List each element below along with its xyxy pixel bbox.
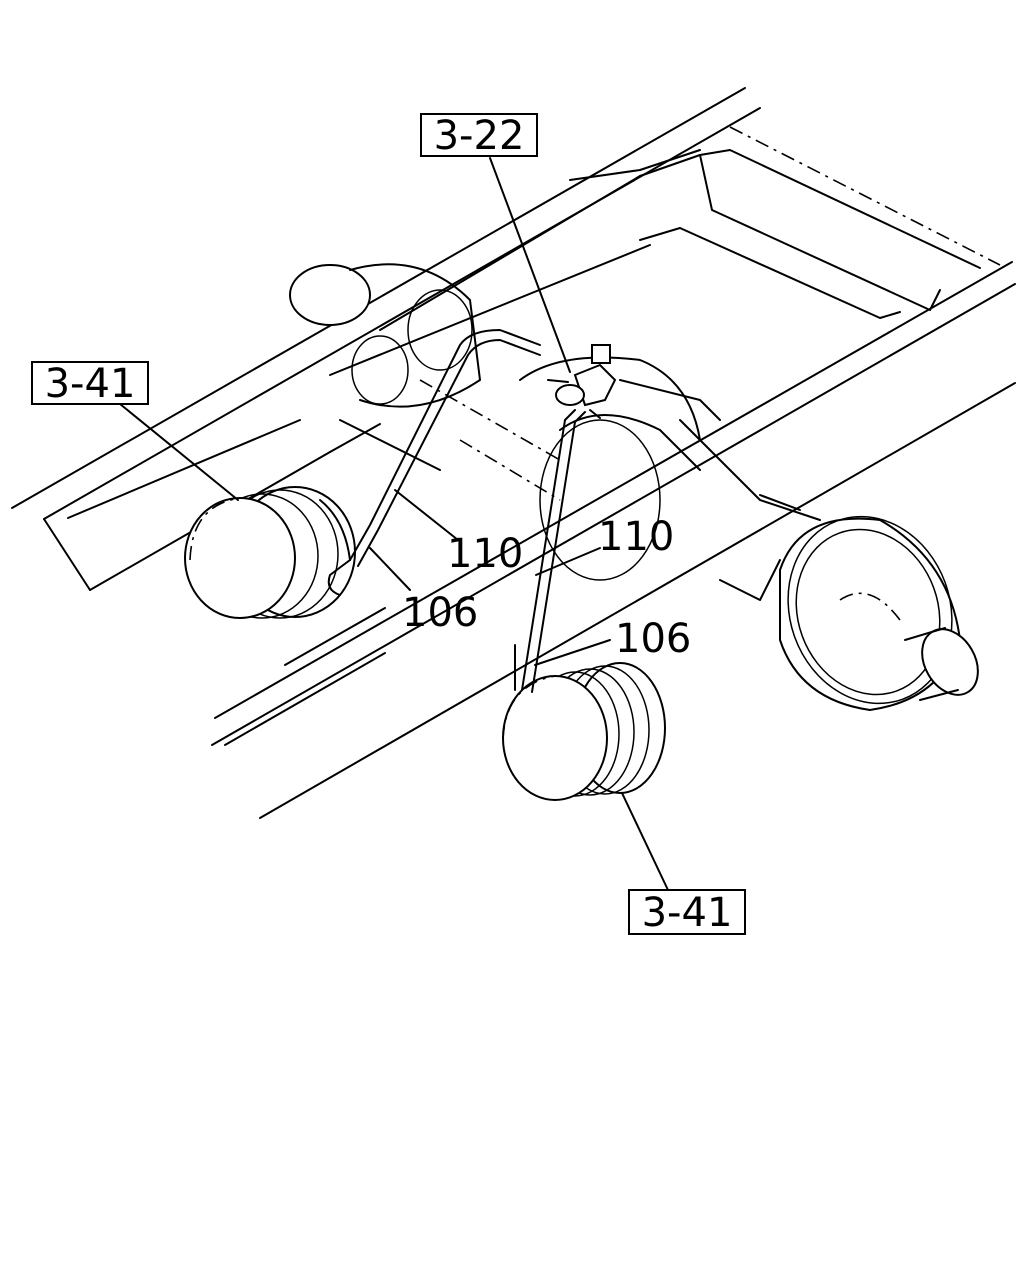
callout-3-41-left: 3-41 (31, 361, 149, 407)
part-number-106-left: 106 (402, 590, 478, 636)
left-brake-chamber (184, 486, 356, 619)
relay-valve (547, 344, 617, 419)
air-hoses (327, 329, 586, 693)
callout-label: 3-41 (642, 890, 733, 936)
leader-lines (119, 157, 669, 891)
callout-label: 3-22 (434, 113, 525, 159)
callout-label: 3-41 (45, 361, 136, 407)
part-number-110-right: 110 (598, 514, 674, 560)
bottom-brake-chamber (502, 662, 666, 801)
right-brake-drum (779, 515, 979, 712)
part-number-110-left: 110 (447, 531, 523, 577)
cross-member (329, 126, 1001, 376)
callout-3-41-bottom: 3-41 (628, 889, 746, 936)
part-number-106-right: 106 (615, 616, 691, 662)
frame-rails (11, 87, 1016, 819)
axle-housing (289, 263, 821, 601)
callout-3-22: 3-22 (420, 113, 538, 159)
